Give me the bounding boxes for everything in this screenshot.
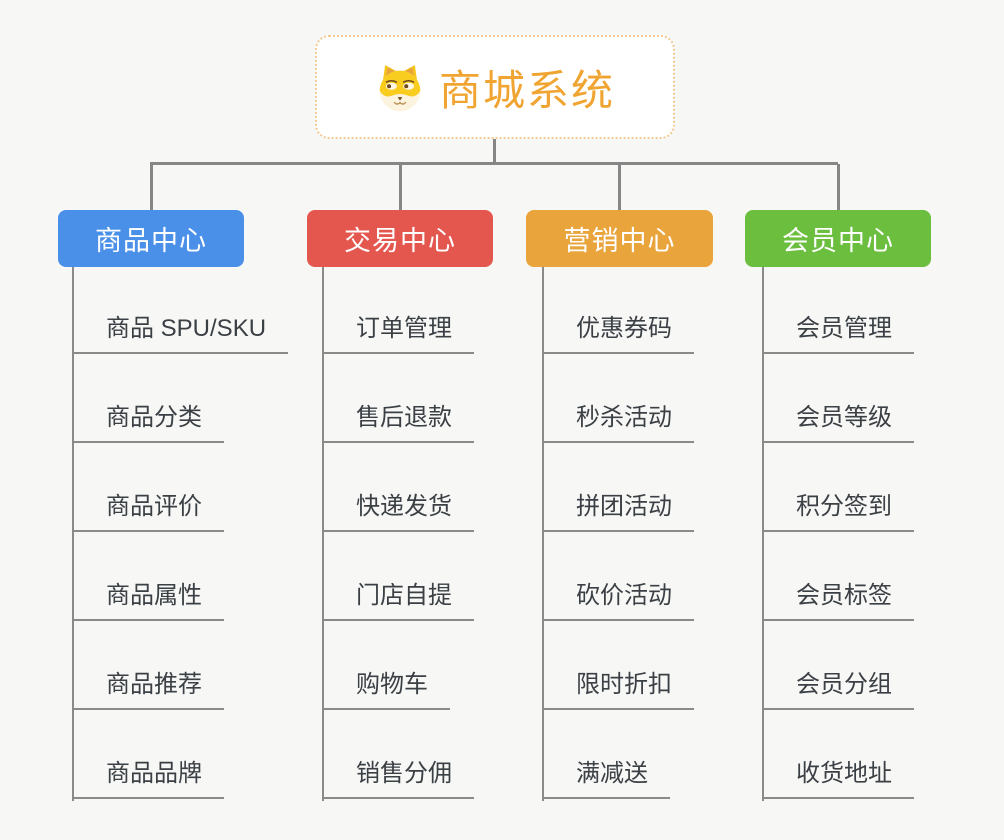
branch-node-trade-center[interactable]: 交易中心 bbox=[307, 210, 493, 267]
subtopic-node[interactable]: 商品推荐 bbox=[72, 668, 224, 710]
branch-node-product-center[interactable]: 商品中心 bbox=[58, 210, 244, 267]
subtopic-node[interactable]: 收货地址 bbox=[762, 757, 914, 799]
connector-column-spine bbox=[542, 267, 544, 801]
subtopic-node[interactable]: 购物车 bbox=[322, 668, 450, 710]
subtopic-node[interactable]: 售后退款 bbox=[322, 401, 474, 443]
subtopic-node[interactable]: 商品分类 bbox=[72, 401, 224, 443]
connector-drop bbox=[837, 164, 840, 210]
subtopic-node[interactable]: 优惠券码 bbox=[542, 312, 694, 354]
subtopic-node[interactable]: 商品属性 bbox=[72, 579, 224, 621]
subtopic-node[interactable]: 会员分组 bbox=[762, 668, 914, 710]
subtopic-node[interactable]: 秒杀活动 bbox=[542, 401, 694, 443]
subtopic-node[interactable]: 商品品牌 bbox=[72, 757, 224, 799]
branch-node-member-center[interactable]: 会员中心 bbox=[745, 210, 931, 267]
subtopic-node[interactable]: 拼团活动 bbox=[542, 490, 694, 532]
connector-column-spine bbox=[72, 267, 74, 801]
root-node[interactable]: 商城系统 bbox=[315, 35, 675, 139]
connector-root-stub bbox=[493, 139, 496, 165]
connector-drop bbox=[150, 164, 153, 210]
dog-face-icon bbox=[375, 62, 425, 112]
connector-drop bbox=[618, 164, 621, 210]
subtopic-node[interactable]: 限时折扣 bbox=[542, 668, 694, 710]
connector-drop bbox=[399, 164, 402, 210]
connector-column-spine bbox=[322, 267, 324, 801]
subtopic-node[interactable]: 订单管理 bbox=[322, 312, 474, 354]
subtopic-node[interactable]: 商品 SPU/SKU bbox=[72, 312, 289, 354]
subtopic-node[interactable]: 满减送 bbox=[542, 757, 670, 799]
subtopic-node[interactable]: 会员标签 bbox=[762, 579, 914, 621]
subtopic-node[interactable]: 销售分佣 bbox=[322, 757, 474, 799]
root-title: 商城系统 bbox=[438, 66, 615, 114]
subtopic-node[interactable]: 砍价活动 bbox=[542, 579, 694, 621]
subtopic-node[interactable]: 积分签到 bbox=[762, 490, 914, 532]
subtopic-node[interactable]: 快递发货 bbox=[322, 490, 474, 532]
branch-node-marketing-center[interactable]: 营销中心 bbox=[526, 210, 713, 267]
subtopic-node[interactable]: 门店自提 bbox=[322, 579, 474, 621]
connector-horizontal-bar bbox=[150, 162, 838, 165]
connector-column-spine bbox=[762, 267, 764, 801]
subtopic-node[interactable]: 会员等级 bbox=[762, 401, 914, 443]
subtopic-node[interactable]: 商品评价 bbox=[72, 490, 224, 532]
subtopic-node[interactable]: 会员管理 bbox=[762, 312, 914, 354]
